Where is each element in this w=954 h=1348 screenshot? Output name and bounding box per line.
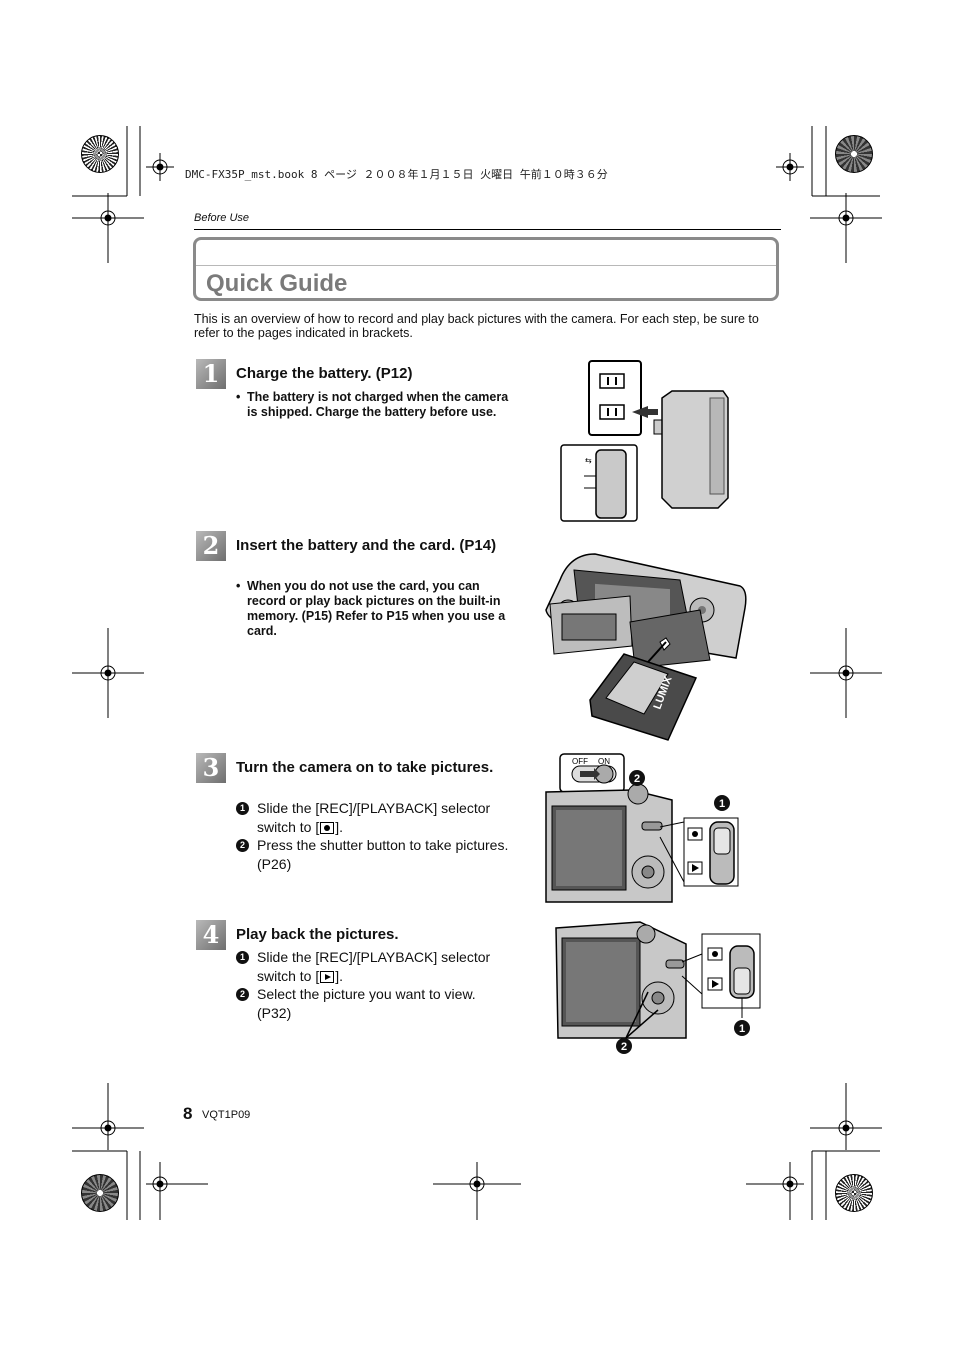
step-1-number: 1 [196, 359, 226, 389]
marker-2-icon: 2 [634, 773, 640, 785]
svg-text:⇆: ⇆ [585, 456, 592, 465]
step-2-title: Insert the battery and the card. (P14) [236, 537, 497, 554]
section-label: Before Use [194, 212, 250, 224]
step-4-substep-2: 2 Select the picture you want to view. (… [236, 985, 511, 1023]
power-on-illustration: OFF ON 2 1 [545, 753, 739, 903]
step-2-note-text: When you do not use the card, you can re… [247, 579, 506, 638]
title-box: Quick Guide [193, 237, 779, 301]
marker-1-icon: 1 [236, 802, 249, 815]
step-2-number: 2 [196, 531, 226, 561]
print-file-header: DMC-FX35P_mst.book 8 ページ ２００８年１月１５日 火曜日 … [185, 168, 608, 181]
marker-2-icon: 2 [236, 839, 249, 852]
marker-1-icon: 1 [739, 1023, 745, 1035]
battery-card-illustration: LUMIX [545, 553, 747, 741]
step-4-substep-2-text: Select the picture you want to view. (P3… [257, 986, 476, 1021]
step-4-substep-1-text: Slide the [REC]/[PLAYBACK] selector swit… [257, 949, 491, 984]
step-4-number: 4 [196, 920, 226, 950]
section-divider [194, 229, 781, 230]
step-3-substep-2-text: Press the shutter button to take picture… [257, 837, 509, 872]
step-4-substep-1-end: ]. [335, 968, 344, 984]
step-4-substep-1: 1 Slide the [REC]/[PLAYBACK] selector sw… [236, 948, 511, 986]
step-1-note-text: The battery is not charged when the came… [247, 390, 509, 419]
marker-1-icon: 1 [719, 798, 725, 810]
title-box-divider [196, 265, 776, 266]
step-3-substep-1-text: Slide the [REC]/[PLAYBACK] selector swit… [257, 800, 491, 835]
corner-target-bottom-right [835, 1174, 873, 1212]
step-3-substep-2: 2 Press the shutter button to take pictu… [236, 836, 511, 874]
corner-target-top-left [81, 135, 119, 173]
bullet-dot: • [236, 579, 241, 593]
camera-icon [320, 822, 335, 834]
marker-1-icon: 1 [236, 951, 249, 964]
corner-target-bottom-left [81, 1174, 119, 1212]
step-1-note: • The battery is not charged when the ca… [236, 390, 511, 420]
step-3-number: 3 [196, 753, 226, 783]
step-3-title: Turn the camera on to take pictures. [236, 759, 494, 776]
step-3-substep-1-end: ]. [335, 819, 344, 835]
step-3-substep-1: 1 Slide the [REC]/[PLAYBACK] selector sw… [236, 799, 511, 837]
step-1-title: Charge the battery. (P12) [236, 365, 413, 382]
off-label: OFF [572, 757, 588, 766]
page-title: Quick Guide [206, 270, 348, 297]
charger-illustration: ⇆ [560, 360, 729, 522]
step-2-note: • When you do not use the card, you can … [236, 579, 511, 639]
page-number: 8 [183, 1104, 193, 1123]
step-4-title: Play back the pictures. [236, 926, 399, 943]
playback-icon [320, 971, 335, 983]
marker-2-icon: 2 [236, 988, 249, 1001]
on-label: ON [598, 757, 610, 766]
corner-target-top-right [835, 135, 873, 173]
marker-2-icon: 2 [621, 1041, 627, 1053]
bullet-dot: • [236, 390, 241, 404]
intro-paragraph: This is an overview of how to record and… [194, 312, 759, 340]
playback-illustration: 2 1 [555, 921, 761, 1054]
model-code: VQT1P09 [202, 1109, 251, 1121]
